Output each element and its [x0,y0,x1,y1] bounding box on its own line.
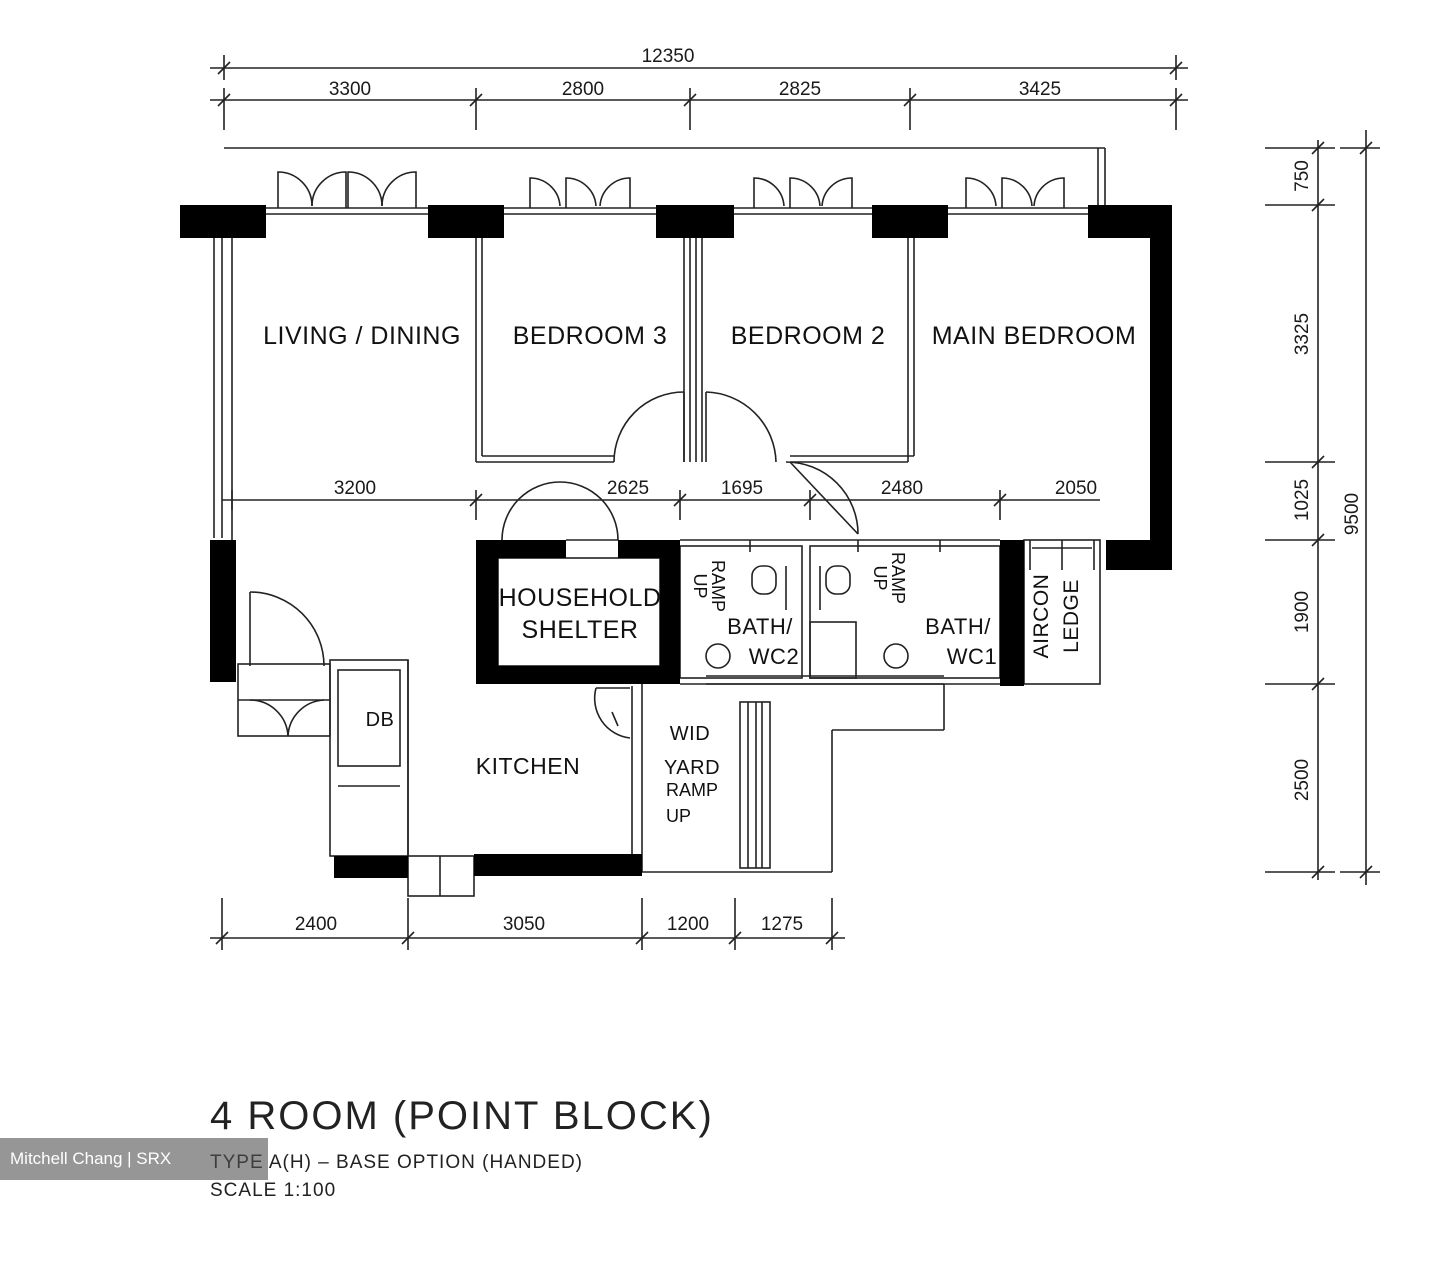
dim-mid-2: 2625 [607,478,649,499]
dim-mid-3: 1695 [721,478,763,499]
room-bedroom-3: BEDROOM 3 [513,322,668,350]
dim-right-1: 750 [1292,160,1313,192]
dim-overall-height: 9500 [1342,493,1363,535]
room-wid-yard-line1: WID [670,723,710,745]
room-aircon-ledge-line2: LEDGE [1060,579,1083,653]
room-household-shelter-line1: HOUSEHOLD [499,584,662,612]
dim-mid-1: 3200 [334,478,376,499]
dim-top-2: 2800 [562,79,604,100]
dim-right-3: 1025 [1292,479,1313,521]
ramp-label-left-line1: RAMP [708,560,728,612]
plan-scale: SCALE 1:100 [210,1180,337,1201]
dim-bottom-1: 2400 [295,914,337,935]
dim-bottom-2: 3050 [503,914,545,935]
room-bath-wc1-line2: WC1 [947,644,997,669]
room-bedroom-2: BEDROOM 2 [731,322,886,350]
plan-subtitle: TYPE A(H) – BASE OPTION (HANDED) [210,1152,583,1173]
room-living-dining: LIVING / DINING [263,322,461,350]
ramp-label-right-line1: RAMP [888,552,908,604]
dim-right-2: 3325 [1292,313,1313,355]
dim-mid-5: 2050 [1055,478,1097,499]
room-kitchen: KITCHEN [476,753,580,779]
dim-top-4: 3425 [1019,79,1061,100]
dim-mid-4: 2480 [881,478,923,499]
room-aircon-ledge-line1: AIRCON [1030,574,1053,659]
dim-top-1: 3300 [329,79,371,100]
plan-title: 4 ROOM (POINT BLOCK) [210,1094,714,1138]
room-bath-wc1-line1: BATH/ [925,614,991,639]
dim-overall-width: 12350 [642,46,695,67]
room-household-shelter-line2: SHELTER [522,616,639,644]
dim-top-3: 2825 [779,79,821,100]
solid-walls [180,205,1172,878]
watermark-banner: Mitchell Chang | SRX PROPERTY [0,1138,268,1210]
dim-right-5: 2500 [1292,759,1313,801]
ramp-label-left-line2: UP [690,573,710,598]
room-bath-wc2-line2: WC2 [749,644,799,669]
ramp-label-yard-line2: UP [666,806,691,826]
room-wid-yard-line2: YARD [664,757,720,779]
room-main-bedroom: MAIN BEDROOM [932,322,1137,350]
room-bath-wc2-line1: BATH/ [727,614,793,639]
room-db: DB [366,709,395,731]
ramp-label-yard-line1: RAMP [666,780,718,800]
ramp-label-right-line2: UP [870,565,890,590]
dim-right-4: 1900 [1292,591,1313,633]
dim-bottom-3: 1200 [667,914,709,935]
dim-bottom-4: 1275 [761,914,803,935]
